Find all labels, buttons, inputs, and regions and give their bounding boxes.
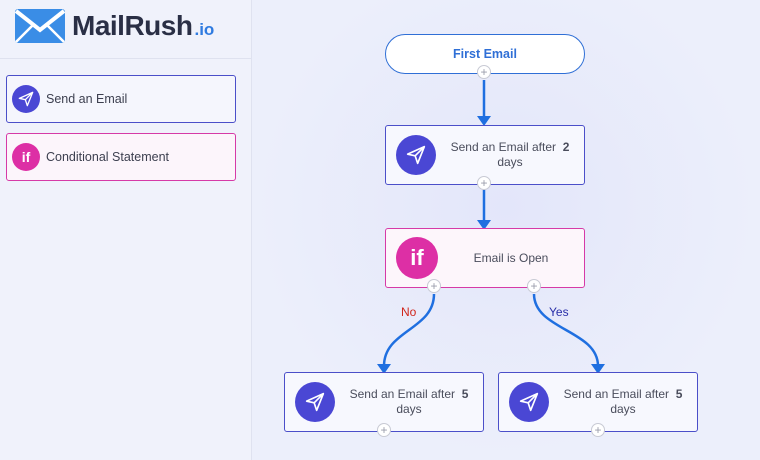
add-after-start-button[interactable]: + xyxy=(477,65,491,79)
if-icon: if xyxy=(396,237,438,279)
node-day-unit: days xyxy=(497,155,523,169)
node-day-unit: days xyxy=(610,402,636,416)
palette-send-email[interactable]: Send an Email xyxy=(6,75,236,123)
logo: MailRush .io xyxy=(14,6,214,46)
add-no-branch-button[interactable]: + xyxy=(427,279,441,293)
palette-send-email-label: Send an Email xyxy=(46,92,128,106)
node-day-count: 5 xyxy=(675,387,683,401)
paper-plane-icon xyxy=(509,382,549,422)
brand-suffix: .io xyxy=(194,20,215,39)
node-day-count: 5 xyxy=(461,387,469,401)
condition-label: Email is Open xyxy=(473,250,549,265)
node-text-prefix: Send an Email after xyxy=(450,140,557,154)
paper-plane-icon xyxy=(295,382,335,422)
paper-plane-icon xyxy=(12,85,40,113)
send-email-node-yes[interactable]: Send an Email after 5 days xyxy=(498,372,698,432)
send-email-node-no-text: Send an Email after 5 days xyxy=(335,387,483,417)
if-icon: if xyxy=(12,143,40,171)
condition-node[interactable]: if Email is Open xyxy=(385,228,585,288)
logo-divider xyxy=(0,58,251,59)
node-day-unit: days xyxy=(396,402,422,416)
send-email-node-1[interactable]: Send an Email after 2 days xyxy=(385,125,585,185)
brand-name: MailRush xyxy=(72,10,193,41)
send-email-node-1-text: Send an Email after 2 days xyxy=(436,140,584,170)
add-after-yes-node-button[interactable]: + xyxy=(591,423,605,437)
palette-conditional-label: Conditional Statement xyxy=(46,150,169,164)
yes-branch-label: Yes xyxy=(549,305,569,319)
add-after-step1-button[interactable]: + xyxy=(477,176,491,190)
node-day-count: 2 xyxy=(562,140,570,154)
add-after-no-node-button[interactable]: + xyxy=(377,423,391,437)
send-email-node-no[interactable]: Send an Email after 5 days xyxy=(284,372,484,432)
send-email-node-yes-text: Send an Email after 5 days xyxy=(549,387,697,417)
node-text-prefix: Send an Email after xyxy=(349,387,456,401)
no-branch-label: No xyxy=(401,305,417,319)
paper-plane-icon xyxy=(396,135,436,175)
envelope-icon xyxy=(14,9,66,43)
node-text-prefix: Send an Email after xyxy=(563,387,670,401)
sidebar: MailRush .io Send an Email if Conditiona… xyxy=(0,0,252,460)
add-yes-branch-button[interactable]: + xyxy=(527,279,541,293)
palette-conditional[interactable]: if Conditional Statement xyxy=(6,133,236,181)
